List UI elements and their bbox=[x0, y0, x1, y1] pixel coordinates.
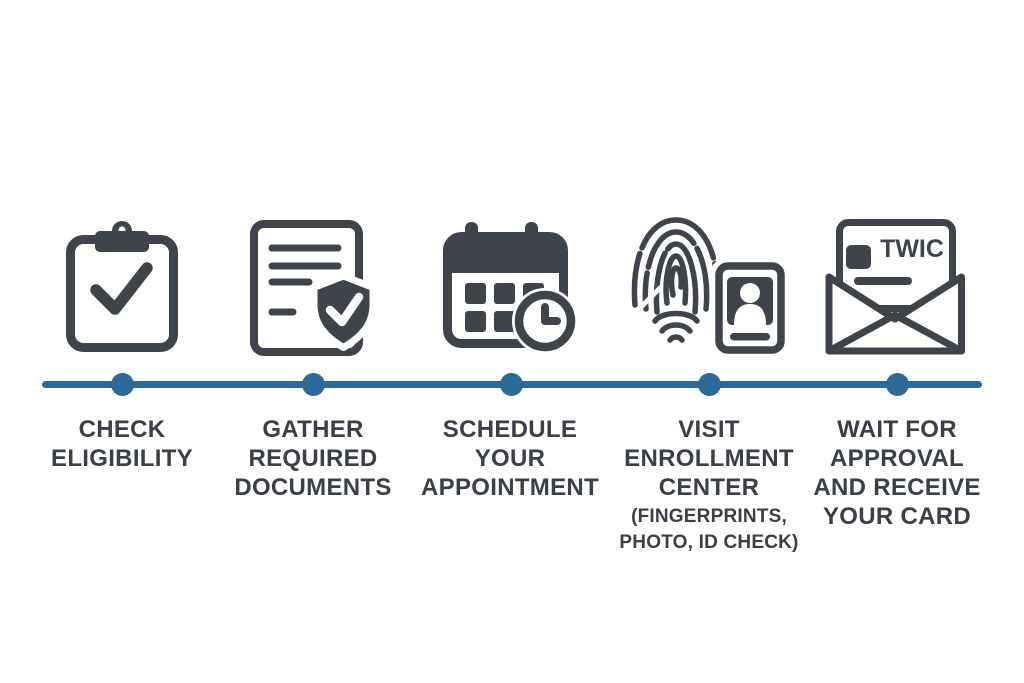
timeline-dot-2 bbox=[302, 373, 325, 396]
step-label: CHECK ELIGIBILITY bbox=[51, 416, 193, 472]
envelope-card-icon: TWIC bbox=[822, 211, 972, 359]
step-label: VISIT ENROLLMENT CENTER bbox=[624, 416, 794, 501]
fingerprint-id-icon bbox=[629, 213, 790, 359]
step-label: SCHEDULE YOUR APPOINTMENT bbox=[421, 416, 599, 501]
twic-card-label: TWIC bbox=[880, 235, 944, 263]
timeline-dot-5 bbox=[886, 373, 909, 396]
document-shield-icon bbox=[247, 218, 379, 360]
step-sublabel: (FINGERPRINTS, PHOTO, ID CHECK) bbox=[619, 506, 799, 553]
timeline-dot-3 bbox=[500, 373, 523, 396]
timeline-dot-4 bbox=[698, 373, 721, 396]
step-label: WAIT FOR APPROVAL AND RECEIVE YOUR CARD bbox=[813, 416, 981, 530]
calendar-clock-icon bbox=[439, 220, 581, 357]
step-gather-documents: GATHER REQUIRED DOCUMENTS bbox=[213, 210, 413, 570]
step-label: GATHER REQUIRED DOCUMENTS bbox=[234, 416, 392, 501]
step-visit-enrollment-center: VISIT ENROLLMENT CENTER (FINGERPRINTS, P… bbox=[609, 210, 809, 570]
step-schedule-appointment: SCHEDULE YOUR APPOINTMENT bbox=[410, 210, 610, 570]
clipboard-check-icon bbox=[66, 217, 178, 352]
timeline-dot-1 bbox=[111, 373, 134, 396]
step-check-eligibility: CHECK ELIGIBILITY bbox=[22, 210, 222, 570]
step-receive-card: TWIC WAIT FOR APPROVAL AND RECEIVE YOUR … bbox=[797, 210, 997, 570]
